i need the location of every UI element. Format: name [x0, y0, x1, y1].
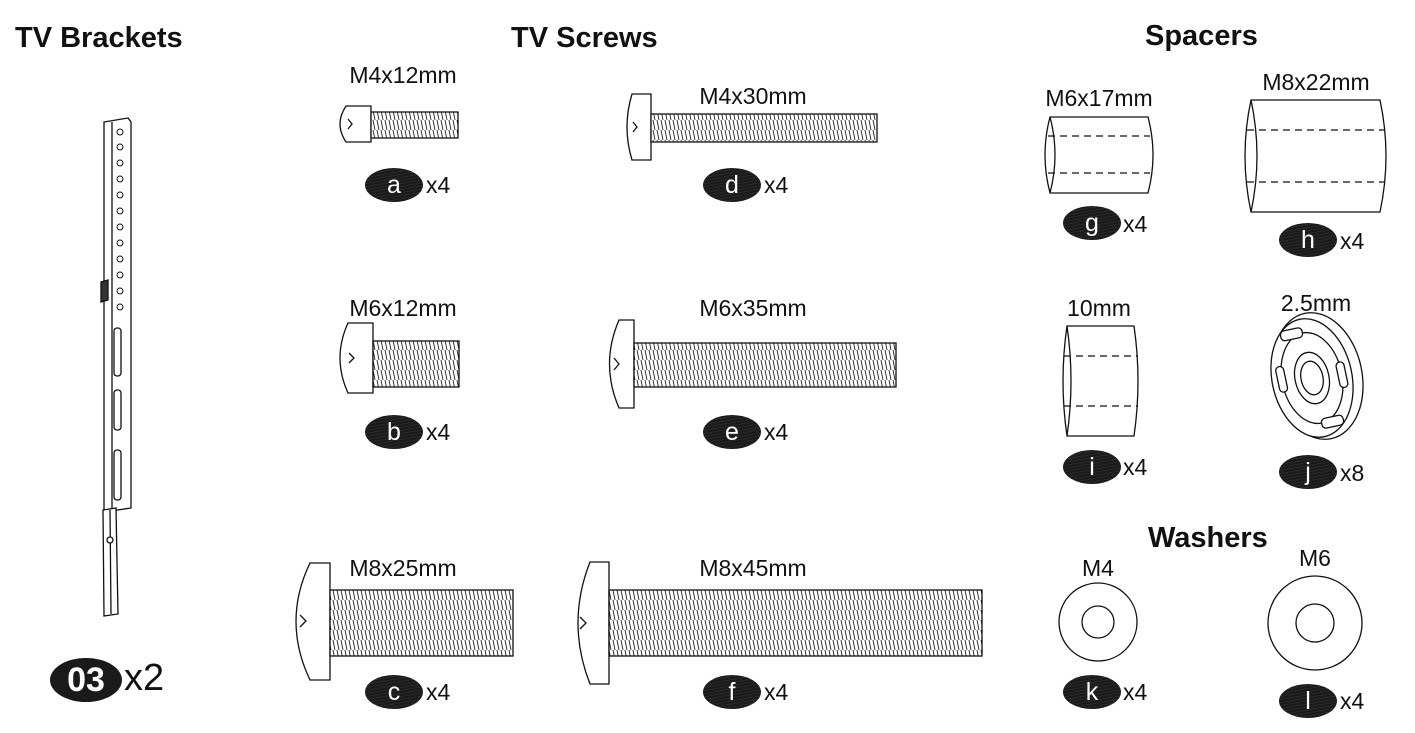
- part-badge-d: d: [703, 168, 761, 202]
- part-badge-c: c: [365, 675, 423, 709]
- part-qty-i: x4: [1123, 454, 1148, 480]
- washer-k-drawing: [1058, 582, 1138, 662]
- screw-d-drawing: [626, 93, 878, 161]
- part-badge-a: a: [365, 168, 423, 202]
- part-qty-g: x4: [1123, 211, 1148, 237]
- spacers-heading: Spacers: [1145, 20, 1258, 52]
- part-badge-h: h: [1279, 223, 1337, 257]
- size-label-i: 10mm: [1067, 295, 1131, 321]
- size-label-b: M6x12mm: [349, 295, 457, 321]
- size-label-j: 2.5mm: [1280, 290, 1352, 316]
- size-label-a: M4x12mm: [349, 62, 457, 88]
- size-label-e: M6x35mm: [699, 295, 807, 321]
- size-label-c: M8x25mm: [349, 555, 457, 581]
- part-qty-k: x4: [1123, 679, 1148, 705]
- part-qty-c: x4: [426, 679, 451, 705]
- part-badge-i: i: [1063, 450, 1121, 484]
- part-badge-b: b: [365, 415, 423, 449]
- part-qty-03: x2: [124, 657, 165, 699]
- size-label-k: M4: [1082, 555, 1114, 581]
- part-badge-k: k: [1063, 675, 1121, 709]
- screw-f-drawing: [577, 561, 983, 685]
- part-qty-a: x4: [426, 172, 451, 198]
- part-qty-d: x4: [764, 172, 789, 198]
- part-badge-03: 03: [50, 658, 122, 702]
- washer-l-drawing: [1267, 575, 1363, 671]
- part-qty-e: x4: [764, 419, 789, 445]
- part-badge-j: j: [1279, 455, 1337, 489]
- part-qty-b: x4: [426, 419, 451, 445]
- size-label-f: M8x45mm: [699, 555, 807, 581]
- screw-e-drawing: [608, 319, 897, 409]
- part-badge-g: g: [1063, 206, 1121, 240]
- bracket-holes: [116, 128, 124, 311]
- part-qty-j: x8: [1340, 460, 1365, 486]
- part-badge-e: e: [703, 415, 761, 449]
- tv-screws-heading: TV Screws: [511, 22, 658, 54]
- part-qty-h: x4: [1340, 228, 1365, 254]
- spacer-i-drawing: [1062, 325, 1139, 437]
- size-label-g: M6x17mm: [1045, 85, 1153, 111]
- tv-brackets-heading: TV Brackets: [15, 22, 183, 54]
- part-badge-l: l: [1279, 684, 1337, 718]
- size-label-d: M4x30mm: [699, 83, 807, 109]
- spacer-j-drawing: [1270, 312, 1364, 440]
- screw-c-drawing: [295, 562, 514, 681]
- tv-bracket-drawing: [100, 117, 132, 617]
- size-label-l: M6: [1299, 545, 1331, 571]
- part-qty-f: x4: [764, 679, 789, 705]
- screw-a-drawing: [339, 105, 459, 143]
- size-label-h: M8x22mm: [1262, 69, 1370, 95]
- spacer-g-drawing: [1044, 116, 1154, 194]
- screw-b-drawing: [339, 322, 460, 394]
- part-badge-f: f: [703, 675, 761, 709]
- washers-heading: Washers: [1148, 522, 1268, 554]
- spacer-h-drawing: [1244, 99, 1387, 213]
- part-qty-l: x4: [1340, 688, 1365, 714]
